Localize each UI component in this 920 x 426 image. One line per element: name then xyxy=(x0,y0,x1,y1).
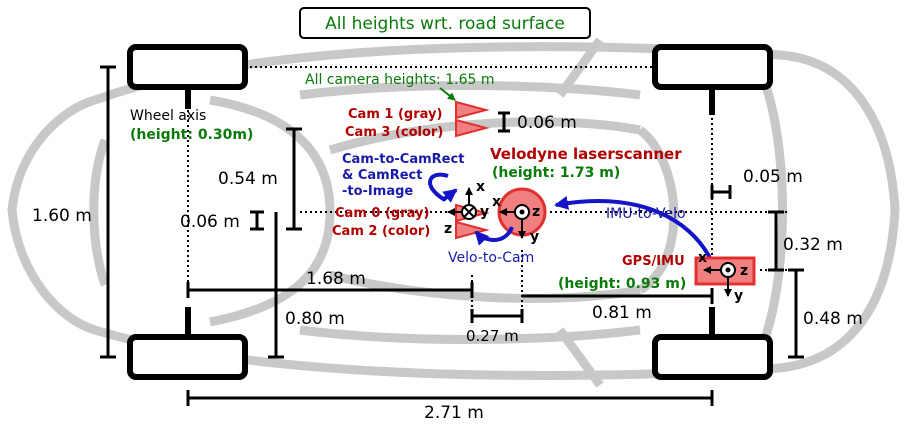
cam-axes xyxy=(447,187,477,220)
wheel-front-left xyxy=(127,44,248,90)
dim-0-54: 0.54 m xyxy=(218,169,278,189)
dim-0-06-cam13: 0.06 m xyxy=(517,113,577,133)
velodyne-label: Velodyne laserscanner xyxy=(490,145,682,163)
wheel-axis-label: Wheel axis xyxy=(130,108,206,124)
dim-0-05: 0.05 m xyxy=(743,167,803,187)
all-camera-heights-label: All camera heights: 1.65 m xyxy=(305,72,494,88)
velodyne-axis-x: x xyxy=(492,194,501,210)
cam-to-camrect-arrow xyxy=(428,172,449,202)
camrect-label: & CamRect xyxy=(342,168,422,183)
dim-0-81: 0.81 m xyxy=(592,303,652,323)
velodyne-height-label: (height: 1.73 m) xyxy=(492,165,620,181)
dim-0-80: 0.80 m xyxy=(285,309,345,329)
dim-0-06-cam13-marker xyxy=(498,111,510,133)
dim-0-48: 0.48 m xyxy=(803,309,863,329)
title-box xyxy=(299,7,591,39)
gps-imu-label: GPS/IMU xyxy=(622,254,685,269)
imu-to-velo-arrow xyxy=(554,196,712,259)
dim-0-48-line xyxy=(788,268,804,359)
cam-axis-z: z xyxy=(444,221,452,237)
wheel-front-right xyxy=(127,334,248,380)
dim-1-68: 1.68 m xyxy=(306,269,366,289)
dim-0-27: 0.27 m xyxy=(466,327,519,345)
title: All heights wrt. road surface xyxy=(325,14,565,34)
gps-imu-height-label: (height: 0.93 m) xyxy=(558,276,686,292)
velodyne-axis-z: z xyxy=(532,204,540,220)
cam-axis-y: y xyxy=(480,204,489,220)
dim-0-06-left: 0.06 m xyxy=(180,212,240,232)
cam-to-camrect-label: Cam-to-CamRect xyxy=(342,152,464,167)
dim-0-05-line xyxy=(710,185,732,199)
wheel-rear-left xyxy=(652,44,773,90)
dim-1-60: 1.60 m xyxy=(32,206,92,226)
cam13-icon xyxy=(455,100,490,138)
wheel-axis-height-label: (height: 0.30m) xyxy=(130,127,253,143)
dim-0-80-line xyxy=(268,212,284,359)
wheel-rear-right xyxy=(652,334,773,380)
all-camera-heights-arrow xyxy=(439,87,456,101)
gps-imu-axes xyxy=(703,266,732,297)
velo-to-cam-arrow xyxy=(474,226,514,246)
cam1-label: Cam 1 (gray) xyxy=(348,107,442,122)
wheels xyxy=(127,44,773,380)
dim-2-71-line xyxy=(186,390,714,406)
cam-axis-x: x xyxy=(476,179,485,195)
dim-0-32: 0.32 m xyxy=(783,235,843,255)
dim-1-68-line xyxy=(186,282,474,298)
gps-imu-axis-y: y xyxy=(734,288,743,304)
dim-0-06-left-line xyxy=(250,210,264,231)
cam2-label: Cam 2 (color) xyxy=(332,224,430,239)
cam3-label: Cam 3 (color) xyxy=(345,125,443,140)
car-outline xyxy=(7,37,900,388)
to-image-label: -to-Image xyxy=(342,184,413,199)
gps-imu-axis-z: z xyxy=(740,263,748,279)
dim-0-54-line xyxy=(286,127,302,231)
velodyne-axis-y: y xyxy=(530,229,539,245)
dim-0-81-line xyxy=(522,288,714,304)
dim-0-32-line xyxy=(768,210,784,272)
gps-imu-axis-x: x xyxy=(698,250,707,266)
velodyne-axes xyxy=(499,208,526,239)
dim-0-27-line xyxy=(470,309,524,323)
cam0-label: Cam 0 (gray) xyxy=(335,206,429,221)
dim-2-71: 2.71 m xyxy=(424,403,484,422)
velo-to-cam-label: Velo-to-Cam xyxy=(448,250,534,266)
dim-1-60-line xyxy=(100,65,116,359)
imu-to-velo-label: IMU-to-Velo xyxy=(606,206,686,222)
